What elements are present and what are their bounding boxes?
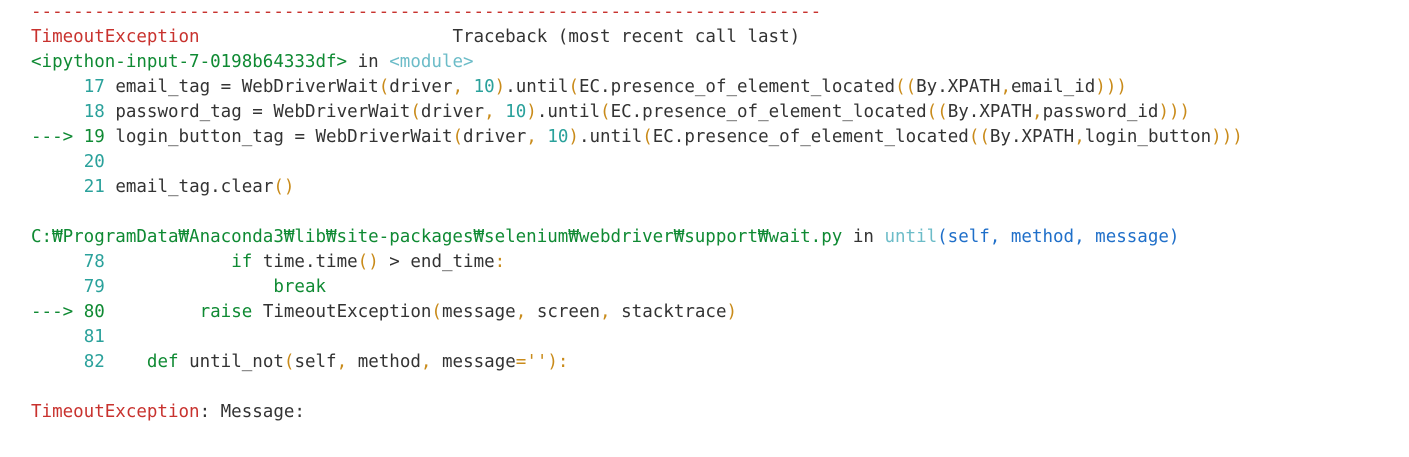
code-line: 78 if time.time() > end_time: [83, 252, 506, 272]
line-number: 21 [83, 177, 105, 197]
line-number: 80 [83, 302, 105, 322]
code-line: 18 password_tag = WebDriverWait(driver, … [83, 102, 1191, 122]
code-line: 81 [31, 325, 1243, 350]
final-exception-line: TimeoutException: Message: [31, 400, 1243, 425]
frame-function: until [884, 227, 938, 247]
final-exception-name: TimeoutException [31, 402, 200, 422]
traceback-output: ----------------------------------------… [31, 0, 1243, 425]
code-line: 20 [31, 150, 1243, 175]
frame-location: C:₩ProgramData₩Anaconda3₩lib₩site-packag… [31, 227, 843, 247]
frame-header-1: <ipython-input-7-0198b64333df> in <modul… [31, 50, 1243, 75]
code-line-current: ---> 80 raise TimeoutException(message, … [31, 302, 738, 322]
line-number: 20 [83, 152, 105, 172]
code-line: 17 email_tag = WebDriverWait(driver, 10)… [83, 77, 1127, 97]
line-number: 19 [83, 127, 105, 147]
code-line: 21 email_tag.clear() [83, 177, 295, 197]
frame-in-word: in [852, 227, 874, 247]
frame-args: (self, method, message) [937, 227, 1180, 247]
traceback-separator: ----------------------------------------… [31, 2, 822, 22]
line-number: 18 [83, 102, 105, 122]
code-line: 79 break [83, 277, 327, 297]
arrow-marker: ---> [31, 127, 74, 147]
traceback-title: Traceback (most recent call last) [452, 27, 801, 47]
line-number: 82 [83, 352, 105, 372]
final-exception-message: : Message: [199, 402, 305, 422]
frame-location: <ipython-input-7-0198b64333df> [31, 52, 348, 72]
line-number: 17 [83, 77, 105, 97]
exception-name: TimeoutException [31, 27, 200, 47]
frame-in-word: in [357, 52, 379, 72]
frame-scope: <module> [389, 52, 474, 72]
code-line: 82 def until_not(self, method, message='… [83, 352, 569, 372]
frame-header-2: C:₩ProgramData₩Anaconda3₩lib₩site-packag… [31, 225, 1243, 250]
line-number: 79 [83, 277, 105, 297]
blank-line [31, 200, 1243, 225]
traceback-header: TimeoutException Traceback (most recent … [31, 25, 1243, 50]
line-number: 81 [83, 327, 105, 347]
code-line-current: ---> 19 login_button_tag = WebDriverWait… [31, 127, 1243, 147]
line-number: 78 [83, 252, 105, 272]
blank-line [31, 375, 1243, 400]
arrow-marker: ---> [31, 302, 74, 322]
